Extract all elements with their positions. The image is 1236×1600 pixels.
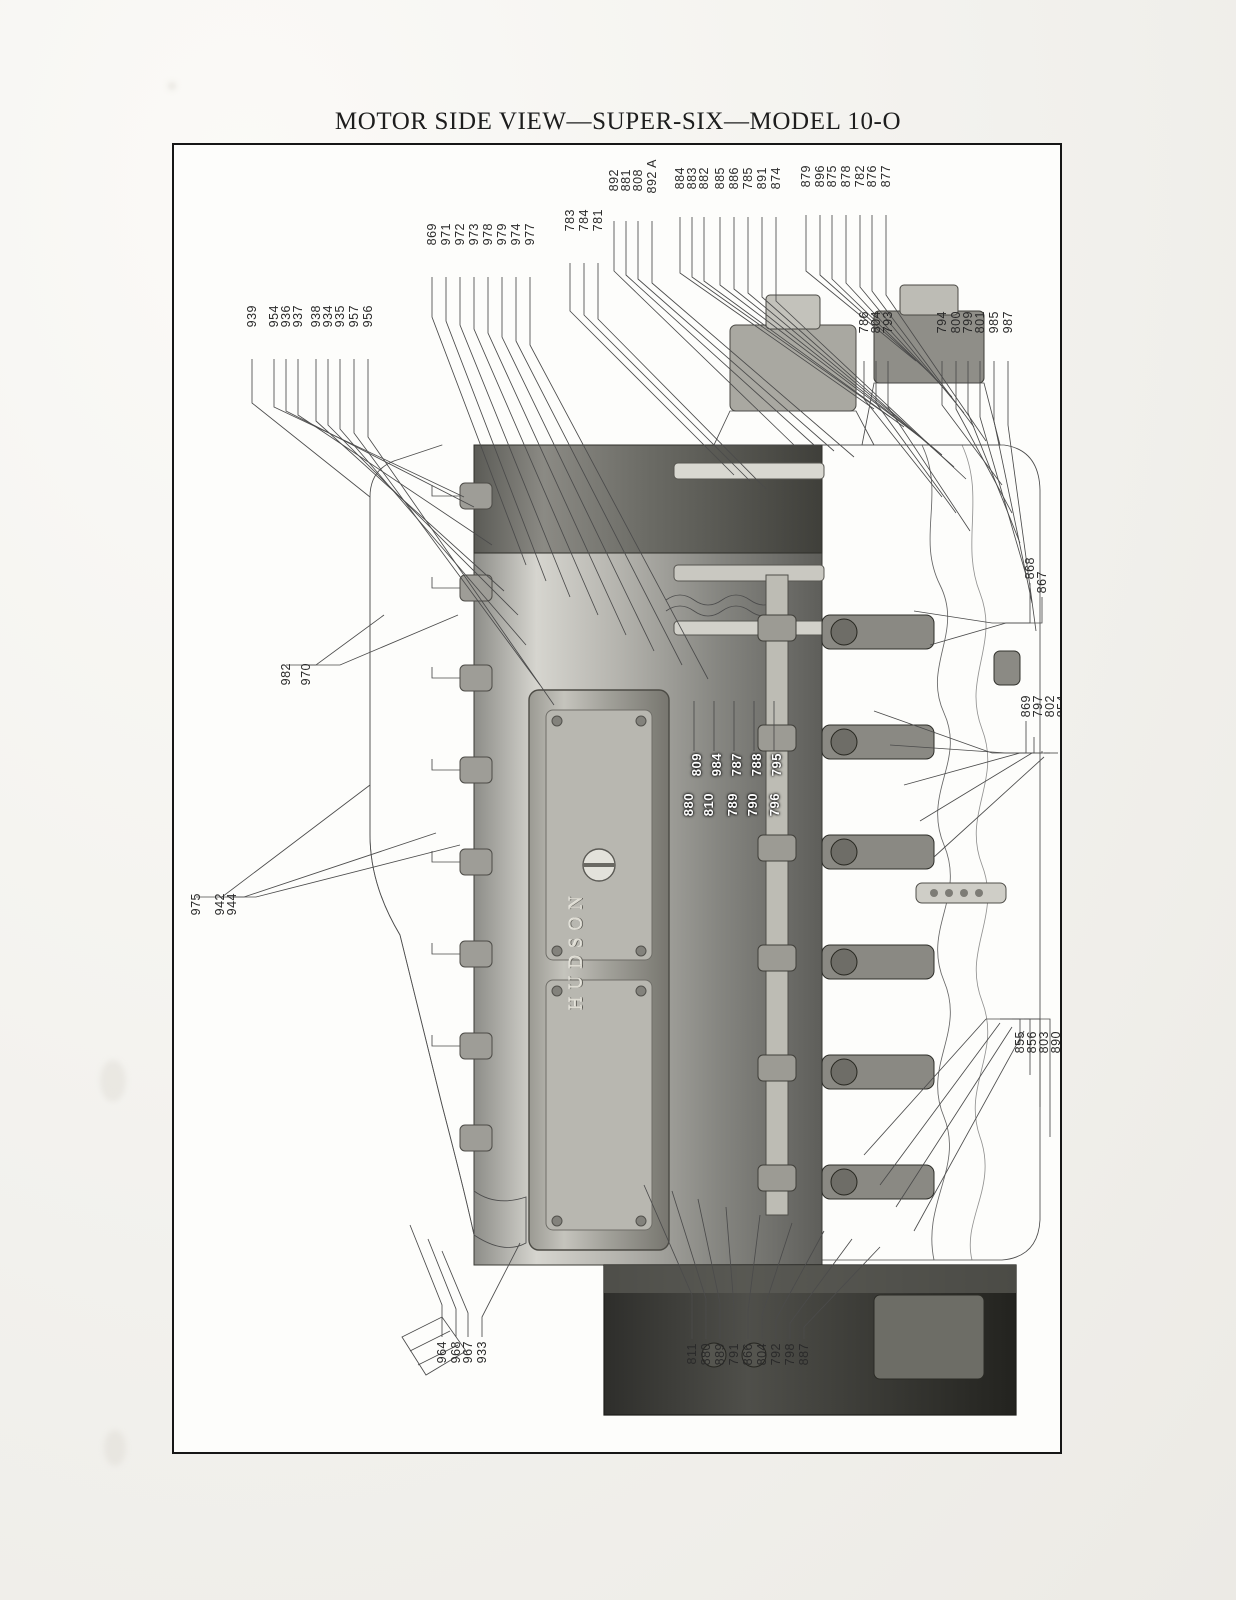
callout-890: 890 <box>1049 1031 1060 1054</box>
callout-798: 798 <box>783 1343 797 1366</box>
callout-809: 809 <box>689 753 704 777</box>
callout-810: 810 <box>701 793 716 817</box>
scan-blemish <box>104 1430 126 1466</box>
callout-937: 937 <box>291 305 305 328</box>
callout-788: 788 <box>749 753 764 777</box>
callout-882: 882 <box>697 167 711 190</box>
callout-783: 783 <box>563 209 577 232</box>
callout-973: 973 <box>467 223 481 246</box>
callout-874: 874 <box>769 167 783 190</box>
callout-970: 970 <box>299 663 313 686</box>
callout-879: 879 <box>799 165 813 188</box>
callout-972: 972 <box>453 223 467 246</box>
callout-885: 885 <box>713 167 727 190</box>
callout-975: 975 <box>189 893 203 916</box>
callout-979: 979 <box>495 223 509 246</box>
callout-794: 794 <box>935 311 949 334</box>
callout-787: 787 <box>729 753 744 777</box>
callout-944: 944 <box>225 893 239 916</box>
callout-971: 971 <box>439 223 453 246</box>
callout-785: 785 <box>741 167 755 190</box>
page-title: MOTOR SIDE VIEW—SUPER-SIX—MODEL 10-O <box>334 108 902 135</box>
callout-985: 985 <box>987 311 1001 334</box>
callout-886: 886 <box>727 167 741 190</box>
callout-784: 784 <box>577 209 591 232</box>
scan-blemish <box>100 1060 126 1102</box>
illustration-plate: HUDSON <box>174 145 1060 1452</box>
callout-854: 854 <box>1055 695 1060 718</box>
callout-795: 795 <box>769 753 784 777</box>
callout-878: 878 <box>839 165 853 188</box>
callout-978: 978 <box>481 223 495 246</box>
callout-796: 796 <box>767 793 782 817</box>
callout-967: 967 <box>461 1341 475 1364</box>
callout-867: 867 <box>1035 571 1049 594</box>
callout-877: 877 <box>879 165 893 188</box>
callout-804-bottom: 804 <box>755 1343 769 1366</box>
callout-956: 956 <box>361 305 375 328</box>
callout-974: 974 <box>509 223 523 246</box>
callout-964: 964 <box>435 1341 449 1364</box>
callout-789: 789 <box>725 793 740 817</box>
callout-887: 887 <box>797 1343 811 1366</box>
callout-792: 792 <box>769 1343 783 1366</box>
leader-lines <box>196 215 1058 1339</box>
callout-808: 808 <box>631 169 645 192</box>
callout-880-bottom: 880 <box>699 1343 713 1366</box>
callout-935: 935 <box>333 305 347 328</box>
scan-blemish <box>168 82 176 90</box>
callout-801: 801 <box>973 311 987 334</box>
callout-977: 977 <box>523 223 537 246</box>
callout-889: 889 <box>713 1343 727 1366</box>
callout-869: 869 <box>425 223 439 246</box>
callout-880-interior: 880 <box>681 793 696 817</box>
callout-892-a: 892 A <box>645 159 659 194</box>
callout-982: 982 <box>279 663 293 686</box>
callout-875: 875 <box>825 165 839 188</box>
callout-957: 957 <box>347 305 361 328</box>
callout-876: 876 <box>865 165 879 188</box>
callout-939: 939 <box>245 305 259 328</box>
callout-791: 791 <box>727 1343 741 1366</box>
illustration-frame: HUDSON <box>172 143 1062 1454</box>
callout-987: 987 <box>1001 311 1015 334</box>
callout-891: 891 <box>755 167 769 190</box>
callout-984: 984 <box>709 753 724 777</box>
callout-933: 933 <box>475 1341 489 1364</box>
callout-790: 790 <box>745 793 760 817</box>
callout-781: 781 <box>591 209 605 232</box>
callout-811: 811 <box>685 1343 699 1365</box>
callout-793: 793 <box>881 311 895 334</box>
callout-866: 866 <box>741 1343 755 1366</box>
